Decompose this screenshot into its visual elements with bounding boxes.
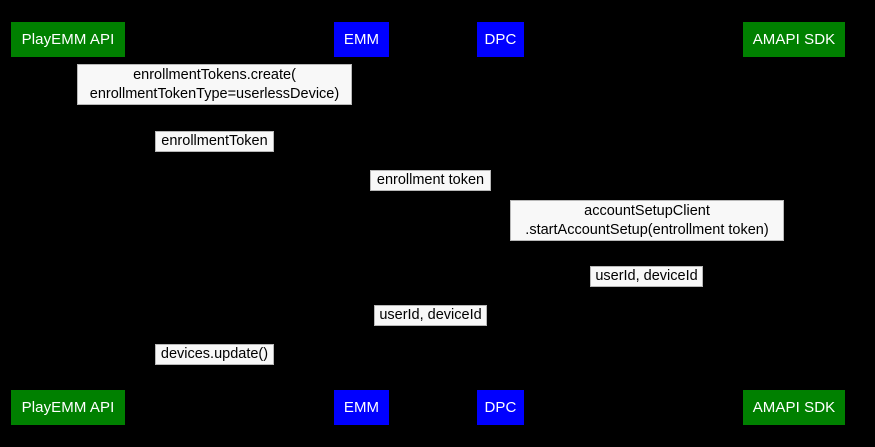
lifeline-playemm-api	[67, 57, 68, 390]
message-enrollment-tokens-create[interactable]: enrollmentTokens.create( enrollmentToken…	[77, 64, 352, 105]
participant-label: AMAPI SDK	[752, 31, 836, 48]
participant-label: DPC	[484, 399, 517, 416]
participant-label: PlayEMM API	[21, 31, 115, 48]
message-line-1: accountSetupClient	[584, 202, 710, 219]
lifeline-emm	[361, 57, 362, 390]
message-userid-deviceid-sdk[interactable]: userId, deviceId	[590, 266, 703, 287]
participant-label: PlayEMM API	[21, 399, 115, 416]
message-enrollment-token-response[interactable]: enrollmentToken	[155, 131, 274, 152]
participant-bottom-amapi-sdk[interactable]: AMAPI SDK	[743, 390, 845, 425]
message-devices-update[interactable]: devices.update()	[155, 344, 274, 365]
message-line-1: enrollment token	[376, 172, 485, 188]
message-line-1: enrollmentTokens.create(	[133, 66, 296, 83]
participant-label: AMAPI SDK	[752, 399, 836, 416]
message-line-2: .startAccountSetup(entrollment token)	[525, 221, 769, 238]
message-line-1: userId, deviceId	[595, 268, 698, 284]
participant-label: EMM	[343, 399, 380, 416]
participant-bottom-dpc[interactable]: DPC	[477, 390, 524, 425]
participant-top-emm[interactable]: EMM	[334, 22, 389, 57]
message-enrollment-token-transfer[interactable]: enrollment token	[370, 170, 491, 191]
message-userid-deviceid-emm[interactable]: userId, deviceId	[374, 305, 487, 326]
participant-top-amapi-sdk[interactable]: AMAPI SDK	[743, 22, 845, 57]
participant-top-dpc[interactable]: DPC	[477, 22, 524, 57]
participant-top-playemm-api[interactable]: PlayEMM API	[11, 22, 125, 57]
message-line-1: userId, deviceId	[379, 307, 482, 323]
message-line-1: devices.update()	[160, 346, 269, 362]
lifeline-dpc	[500, 57, 501, 390]
message-line-2: enrollmentTokenType=userlessDevice)	[89, 85, 340, 102]
message-start-account-setup[interactable]: accountSetupClient .startAccountSetup(en…	[510, 200, 784, 241]
message-line-1: enrollmentToken	[161, 133, 268, 149]
participant-label: EMM	[343, 31, 380, 48]
participant-label: DPC	[484, 31, 517, 48]
participant-bottom-playemm-api[interactable]: PlayEMM API	[11, 390, 125, 425]
lifeline-amapi-sdk	[793, 57, 794, 390]
participant-bottom-emm[interactable]: EMM	[334, 390, 389, 425]
